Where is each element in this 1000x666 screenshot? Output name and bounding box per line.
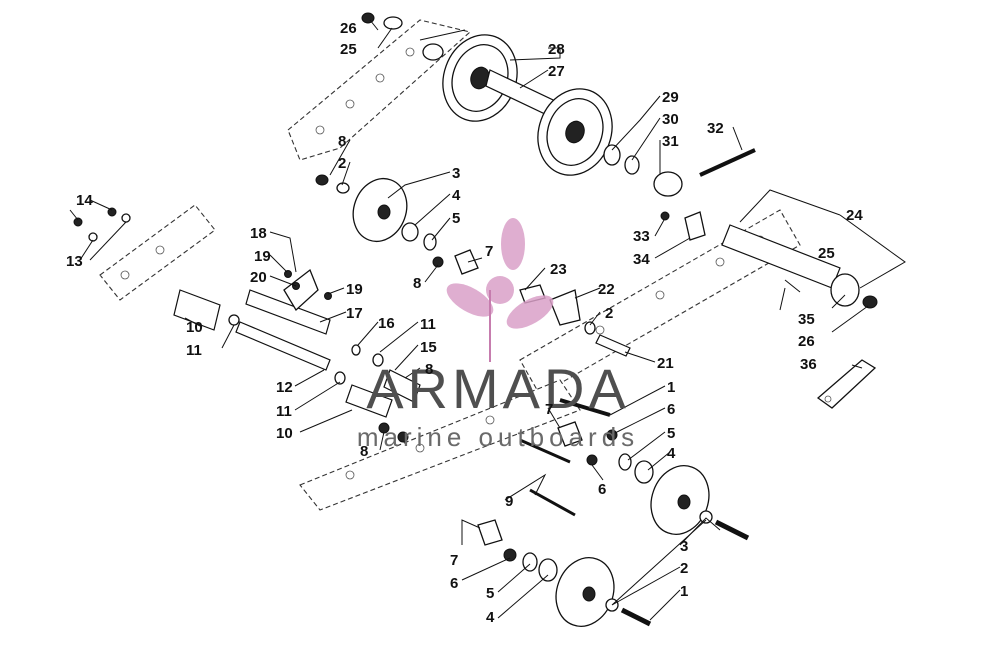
callout-label: 13 xyxy=(66,253,83,270)
callout-label: 5 xyxy=(486,585,494,602)
callout-label: 25 xyxy=(340,41,357,58)
callout-label: 11 xyxy=(420,316,436,333)
callout-label: 8 xyxy=(338,133,346,150)
right-axle-assembly xyxy=(721,224,878,309)
callout-label: 8 xyxy=(425,361,433,378)
callout-label: 20 xyxy=(250,269,267,286)
callout-label: 11 xyxy=(186,342,202,359)
callout-label: 30 xyxy=(662,111,679,128)
callout-label: 4 xyxy=(667,445,676,462)
armada-watermark: ARMADA marine outboards xyxy=(357,218,639,452)
left-rail xyxy=(99,204,216,301)
callout-label: 11 xyxy=(276,403,292,420)
callout-label: 3 xyxy=(680,538,688,555)
callout-label: 19 xyxy=(346,281,363,298)
callout-label: 18 xyxy=(250,225,267,242)
callout-label: 33 xyxy=(633,228,650,245)
callout-label: 27 xyxy=(548,63,565,80)
callout-label: 28 xyxy=(548,41,565,58)
callout-label: 7 xyxy=(450,552,458,569)
bracket-36 xyxy=(816,359,877,409)
bolt-32 xyxy=(699,148,756,177)
callout-label: 2 xyxy=(338,155,346,172)
callout-label: 26 xyxy=(340,20,357,37)
callout-label: 25 xyxy=(818,245,835,262)
callout-label: 21 xyxy=(657,355,674,372)
callout-label: 1 xyxy=(680,583,688,600)
callout-label: 26 xyxy=(798,333,815,350)
callout-labels: 26 25 28 27 29 30 31 32 8 2 3 4 5 14 13 … xyxy=(66,20,863,626)
upper-idler-wheel xyxy=(315,174,437,251)
callout-label: 17 xyxy=(346,305,363,322)
callout-label: 9 xyxy=(505,493,513,510)
callout-label: 7 xyxy=(485,243,493,260)
callout-label: 32 xyxy=(707,120,724,137)
callout-label: 14 xyxy=(76,192,93,209)
callout-label: 5 xyxy=(667,425,675,442)
callout-label: 1 xyxy=(667,379,675,396)
callout-label: 6 xyxy=(598,481,606,498)
callout-label: 5 xyxy=(452,210,460,227)
callout-label: 22 xyxy=(598,281,615,298)
callout-label: 10 xyxy=(186,319,203,336)
callout-label: 29 xyxy=(662,89,679,106)
callout-label: 6 xyxy=(450,575,458,592)
callout-label: 34 xyxy=(633,251,650,268)
callout-label: 6 xyxy=(667,401,675,418)
callout-label: 35 xyxy=(798,311,815,328)
callout-label: 8 xyxy=(413,275,421,292)
propeller-logo-icon xyxy=(446,218,554,362)
callout-label: 24 xyxy=(846,207,863,224)
leader-lines xyxy=(69,19,906,621)
callout-label: 4 xyxy=(486,609,495,626)
callout-label: 2 xyxy=(605,305,613,322)
callout-label: 23 xyxy=(550,261,567,278)
rear-idler-wheel-assembly xyxy=(442,34,613,176)
lower-left-idler-wheel xyxy=(477,519,652,627)
callout-label: 2 xyxy=(680,560,688,577)
callout-label: 7 xyxy=(545,401,553,418)
callout-label: 31 xyxy=(662,133,679,150)
lower-bolts xyxy=(378,398,618,517)
callout-label: 8 xyxy=(360,443,368,460)
top-washers-26-25 xyxy=(361,12,466,61)
callout-label: 10 xyxy=(276,425,293,442)
callout-label: 3 xyxy=(452,165,460,182)
right-rail xyxy=(519,209,801,396)
watermark-tagline: marine outboards xyxy=(357,422,639,452)
callout-label: 19 xyxy=(254,248,271,265)
callout-label: 15 xyxy=(420,339,437,356)
cross-shaft-assembly xyxy=(173,289,421,418)
bearing-29-30-31 xyxy=(603,144,683,197)
suspension-arm-18 xyxy=(283,268,332,312)
bracket-34 xyxy=(660,211,706,241)
lower-rail xyxy=(299,379,581,511)
lower-right-idler-wheel xyxy=(618,453,750,541)
callout-label: 4 xyxy=(452,187,461,204)
callout-label: 36 xyxy=(800,356,817,373)
callout-label: 16 xyxy=(378,315,395,332)
watermark-brand: ARMADA xyxy=(366,357,630,420)
left-rail-hardware xyxy=(73,207,131,242)
callout-label: 12 xyxy=(276,379,293,396)
